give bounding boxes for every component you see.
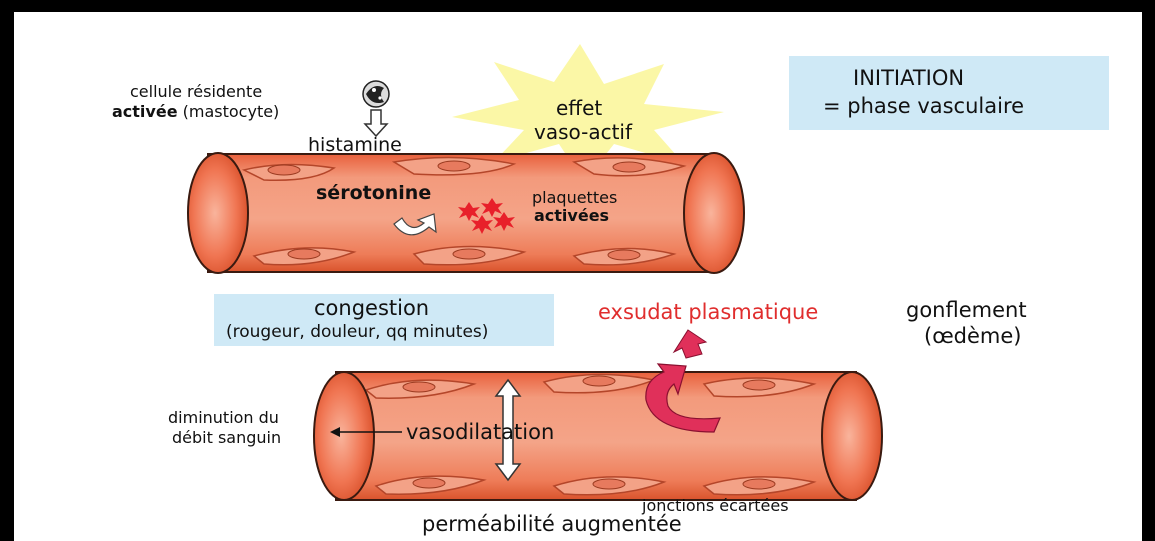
oedeme-label: (œdème) [924, 324, 1022, 348]
permeabilite-label: perméabilité augmentée [422, 512, 682, 536]
burst-label-line2: vaso-actif [534, 120, 632, 144]
debit-label-line2: débit sanguin [172, 428, 281, 447]
vasodilatation-label: vasodilatation [406, 420, 554, 444]
plaquettes-label: plaquettes [532, 188, 617, 207]
cell-label-line2: activée (mastocyte) [112, 102, 279, 121]
cell-label-line1: cellule résidente [130, 82, 262, 101]
histamine-label: histamine [308, 134, 402, 156]
cell-label-activee: activée [112, 102, 178, 121]
gonflement-label: gonflement [906, 298, 1027, 322]
diagram-canvas: INITIATION = phase vasculaire congestion… [14, 12, 1142, 541]
debit-label-line1: diminution du [168, 408, 279, 427]
activees-label: activées [534, 206, 609, 225]
histamine-down-arrow [365, 110, 387, 136]
exudate-up-arrow [674, 330, 706, 358]
exsudat-label: exsudat plasmatique [598, 300, 818, 324]
vessel-bottom [314, 372, 882, 500]
burst-label-line1: effet [556, 96, 602, 120]
cell-label-mastocyte: (mastocyte) [183, 102, 280, 121]
mast-cell-icon [363, 81, 389, 107]
serotonine-label: sérotonine [316, 182, 431, 204]
